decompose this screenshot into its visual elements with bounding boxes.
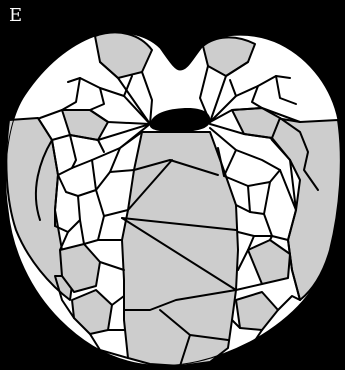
panel-label: E xyxy=(9,6,22,26)
central-column xyxy=(122,132,238,366)
